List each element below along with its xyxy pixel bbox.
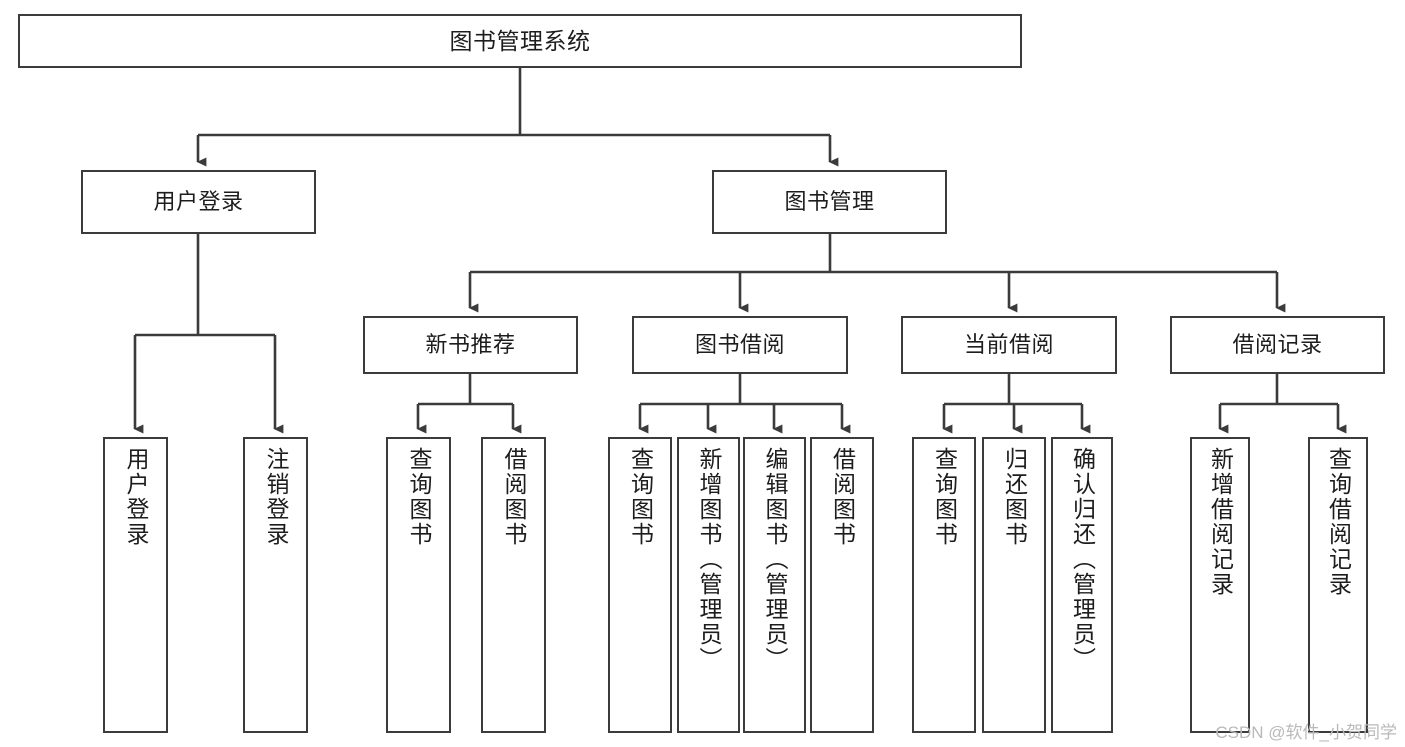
node-leaf-confirm-return-admin[interactable]: 确认归还（管理员） bbox=[1051, 437, 1113, 733]
node-label: 编辑图书（管理员） bbox=[762, 447, 788, 672]
node-label: 用户登录 bbox=[153, 189, 244, 215]
node-current-borrow[interactable]: 当前借阅 bbox=[901, 316, 1117, 374]
node-label: 借阅图书 bbox=[829, 447, 856, 547]
node-leaf-edit-book-admin[interactable]: 编辑图书（管理员） bbox=[743, 437, 806, 733]
watermark-text: CSDN @软件_小贺同学 bbox=[1215, 723, 1397, 742]
node-leaf-return-book[interactable]: 归还图书 bbox=[982, 437, 1046, 733]
node-label: 归还图书 bbox=[1001, 447, 1028, 547]
node-label: 用户登录 bbox=[123, 447, 149, 547]
node-label: 当前借阅 bbox=[963, 332, 1054, 358]
node-label: 确认归还（管理员） bbox=[1069, 447, 1096, 672]
node-leaf-query-borrow-record[interactable]: 查询借阅记录 bbox=[1308, 437, 1368, 733]
node-leaf-query-book-current[interactable]: 查询图书 bbox=[912, 437, 976, 733]
node-leaf-borrow-book-recommend[interactable]: 借阅图书 bbox=[481, 437, 546, 733]
node-user-login[interactable]: 用户登录 bbox=[81, 170, 316, 234]
node-label: 图书管理 bbox=[784, 189, 875, 215]
node-label: 新增图书（管理员） bbox=[696, 447, 722, 672]
node-book-management[interactable]: 图书管理 bbox=[712, 170, 947, 234]
node-label: 图书管理系统 bbox=[449, 27, 591, 54]
node-borrow-record[interactable]: 借阅记录 bbox=[1170, 316, 1385, 374]
node-new-book-recommendation[interactable]: 新书推荐 bbox=[363, 316, 578, 374]
node-label: 图书借阅 bbox=[694, 332, 785, 358]
node-leaf-logout[interactable]: 注销登录 bbox=[243, 437, 308, 733]
node-label: 查询图书 bbox=[406, 447, 432, 547]
node-root-system[interactable]: 图书管理系统 bbox=[18, 14, 1022, 68]
node-leaf-query-book-recommend[interactable]: 查询图书 bbox=[386, 437, 451, 733]
node-label: 注销登录 bbox=[263, 447, 289, 547]
node-leaf-query-book-borrow[interactable]: 查询图书 bbox=[608, 437, 672, 733]
node-label: 借阅图书 bbox=[501, 447, 527, 547]
node-leaf-add-borrow-record[interactable]: 新增借阅记录 bbox=[1190, 437, 1250, 733]
node-leaf-user-login[interactable]: 用户登录 bbox=[103, 437, 168, 733]
node-leaf-borrow-book[interactable]: 借阅图书 bbox=[810, 437, 874, 733]
node-label: 新书推荐 bbox=[425, 332, 516, 358]
node-label: 查询借阅记录 bbox=[1325, 447, 1352, 597]
node-label: 查询图书 bbox=[627, 447, 654, 547]
node-book-borrow[interactable]: 图书借阅 bbox=[632, 316, 848, 374]
node-leaf-add-book-admin[interactable]: 新增图书（管理员） bbox=[677, 437, 740, 733]
node-label: 查询图书 bbox=[931, 447, 958, 547]
node-label: 新增借阅记录 bbox=[1207, 447, 1234, 597]
node-label: 借阅记录 bbox=[1232, 332, 1323, 358]
